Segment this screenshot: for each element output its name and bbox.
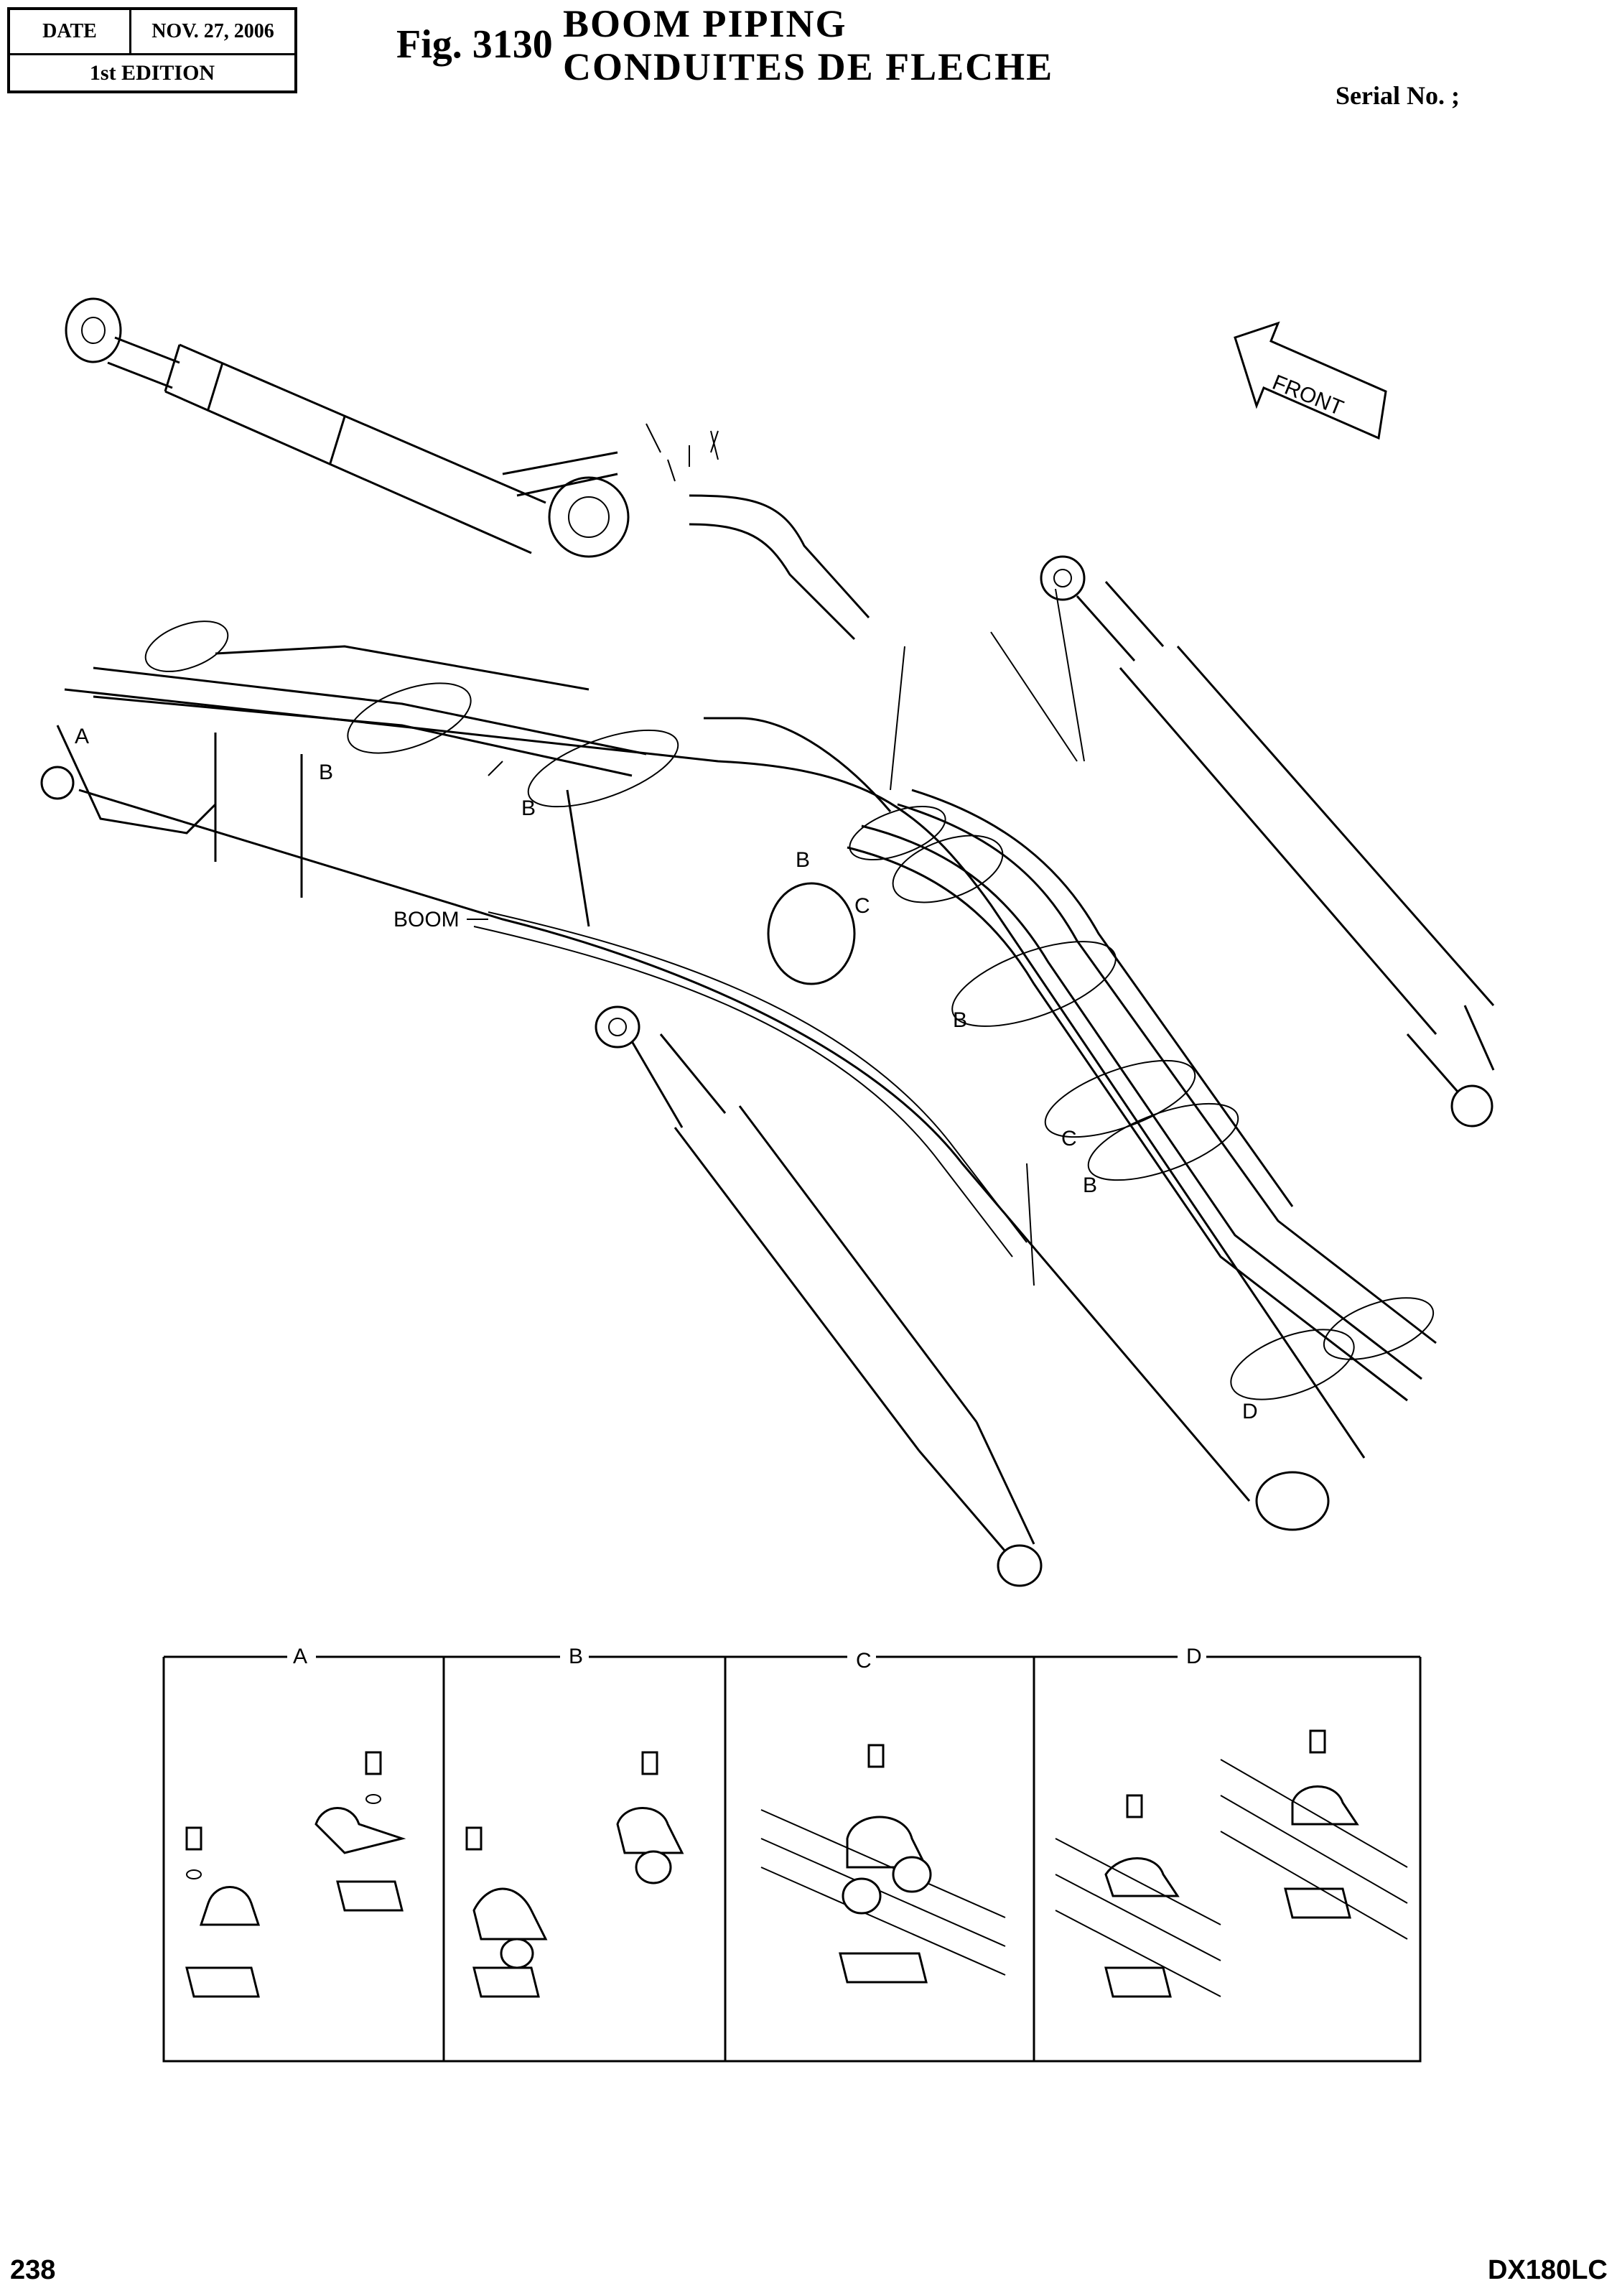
detail-d-clamps: [1055, 1729, 1408, 1998]
callout-b5: B: [1083, 1173, 1097, 1197]
boom-cylinder-bottom: [595, 1005, 1043, 1587]
panel-label-d: D: [1186, 1645, 1202, 1668]
leader-lines: [488, 588, 1085, 1286]
date-edition-box: DATE NOV. 27, 2006 1st EDITION: [7, 7, 297, 93]
callout-c1: C: [854, 894, 870, 918]
hoses-top: [646, 423, 870, 641]
callout-b4: B: [953, 1008, 967, 1032]
boom-label: BOOM: [393, 908, 460, 931]
detail-b-clamps: [465, 1751, 684, 1998]
boom-cylinder-top: [65, 297, 630, 558]
front-arrow: FRONT: [1234, 321, 1387, 440]
boom-side-pipes: [847, 789, 1437, 1402]
title-french: CONDUITES DE FLECHE: [563, 45, 1054, 88]
detail-a-clamps: [185, 1751, 406, 1998]
callout-a: A: [75, 725, 89, 748]
detail-panels: [162, 1655, 1422, 2063]
edition-label: 1st EDITION: [89, 60, 215, 85]
boom-upper-pipes: [93, 645, 647, 777]
date-value: NOV. 27, 2006: [152, 20, 274, 42]
title-english: BOOM PIPING: [563, 2, 847, 45]
date-label: DATE: [10, 10, 131, 53]
callout-b3: B: [796, 848, 810, 872]
callout-ellipses: [144, 621, 1435, 1400]
arm-cylinder-right: [1040, 555, 1495, 1128]
panel-label-a: A: [293, 1645, 307, 1668]
serial-number-label: Serial No. ;: [1336, 81, 1460, 110]
callout-b2: B: [521, 796, 536, 820]
panel-label-b: B: [569, 1645, 583, 1668]
panel-label-c: C: [856, 1649, 872, 1673]
page-number: 238: [10, 2255, 56, 2285]
callout-b1: B: [319, 761, 333, 784]
date-row: [10, 10, 294, 55]
model-number: DX180LC: [1488, 2255, 1608, 2285]
detail-c-clamps: [760, 1744, 1006, 1984]
callout-c2: C: [1061, 1127, 1077, 1151]
figure-number: Fig. 3130: [396, 22, 553, 67]
boom-body: [40, 688, 1366, 1531]
callout-d1: D: [1242, 1400, 1258, 1423]
